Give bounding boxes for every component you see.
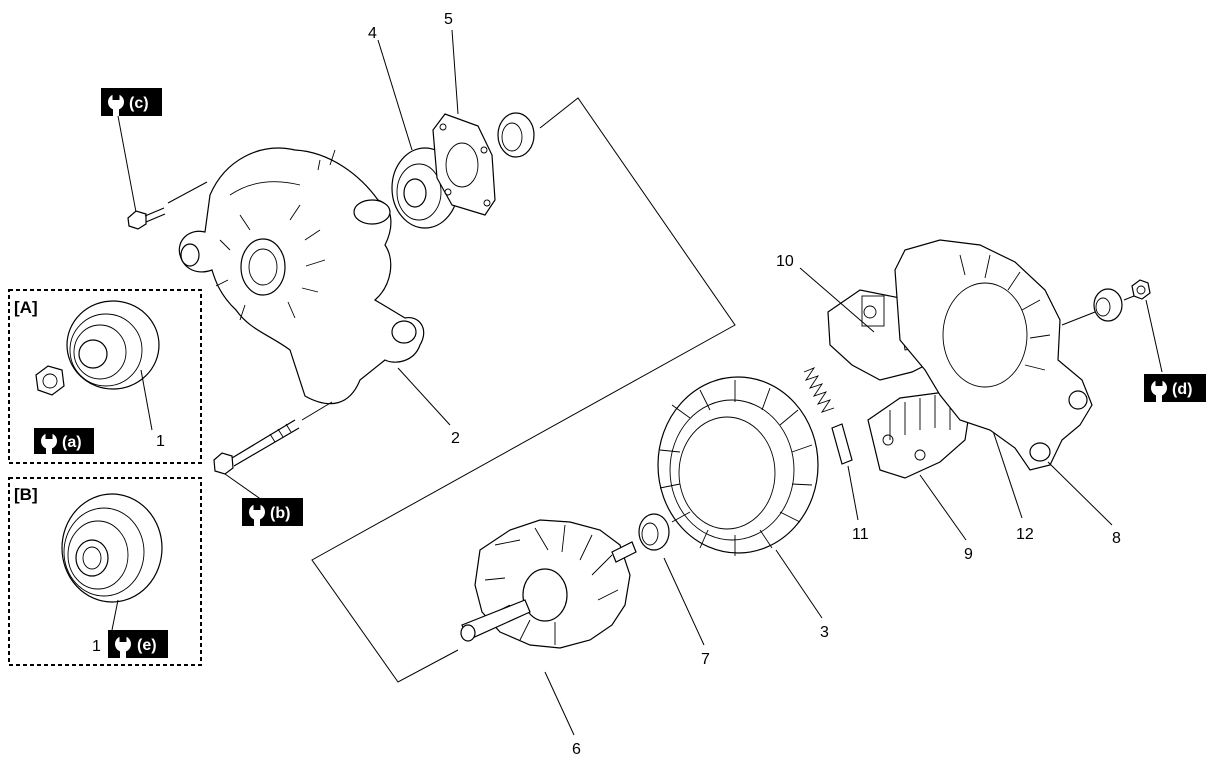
callout-7: 7 xyxy=(701,651,710,668)
rear-end-frame xyxy=(894,239,1093,471)
svg-text:(e): (e) xyxy=(137,637,157,654)
torque-badge-d: (d) xyxy=(1144,374,1206,402)
bolt-c xyxy=(127,207,166,230)
pulley-b xyxy=(61,493,163,603)
collar xyxy=(497,112,535,158)
bolt-b xyxy=(213,419,300,475)
svg-text:(b): (b) xyxy=(270,505,290,522)
callout-6: 6 xyxy=(572,741,581,758)
group-b-label: [B] xyxy=(14,485,38,504)
callout-2: 2 xyxy=(451,430,460,447)
brush-spring xyxy=(803,367,853,465)
nut-a xyxy=(35,365,65,396)
callout-5: 5 xyxy=(444,11,453,28)
nut-d xyxy=(1131,279,1151,300)
stator xyxy=(657,376,819,556)
retainer-plate xyxy=(432,113,496,216)
callout-3: 3 xyxy=(820,624,829,641)
callout-10: 10 xyxy=(776,253,794,270)
callout-12: 12 xyxy=(1016,526,1034,543)
torque-badge-a: (a) xyxy=(34,428,94,455)
svg-text:(c): (c) xyxy=(129,95,149,112)
pulley-a xyxy=(66,300,160,390)
callout-11: 11 xyxy=(852,526,869,543)
torque-badge-c: (c) xyxy=(101,88,162,116)
rear-bearing xyxy=(638,513,670,551)
drive-end-frame xyxy=(178,147,425,405)
callout-1b: 1 xyxy=(92,638,101,655)
group-a-label: [A] xyxy=(14,298,38,317)
rectifier xyxy=(867,391,971,479)
torque-badge-e: (e) xyxy=(108,630,168,658)
callout-9: 9 xyxy=(964,546,973,563)
callout-1a: 1 xyxy=(156,433,165,450)
assembly-guide-line xyxy=(311,97,736,683)
insulator xyxy=(1093,288,1123,322)
torque-badge-b: (b) xyxy=(242,498,303,526)
callout-4: 4 xyxy=(368,25,377,42)
rotor xyxy=(460,519,637,649)
callout-8: 8 xyxy=(1112,530,1121,547)
svg-text:(d): (d) xyxy=(1172,381,1192,398)
svg-text:(a): (a) xyxy=(62,434,82,451)
